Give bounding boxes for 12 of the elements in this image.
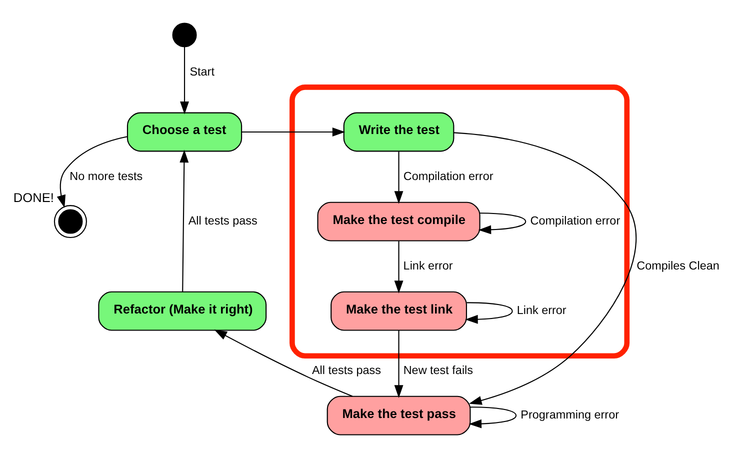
edge-label: All tests pass: [188, 214, 258, 228]
edge-label: Link error: [403, 258, 453, 272]
node-label: DONE!: [13, 189, 54, 204]
edge-label: New test fails: [403, 363, 474, 376]
edge-label: Compilation error: [403, 169, 494, 182]
edge-label: Compiles Clean: [636, 258, 720, 272]
edge-label: Start: [190, 64, 214, 78]
edge-label: Programming error: [520, 408, 620, 422]
edge-label: Link error: [516, 304, 566, 317]
edge-label: All tests pass: [312, 363, 382, 376]
edge-label: No more tests: [70, 169, 143, 182]
edge-label: Compilation error: [530, 214, 620, 228]
